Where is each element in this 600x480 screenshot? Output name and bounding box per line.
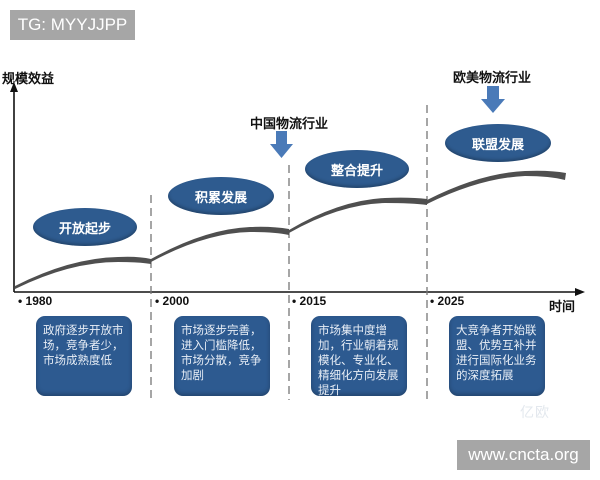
tag-badge: TG: MYYJJPP [10, 10, 135, 40]
y-axis-label: 规模效益 [2, 72, 55, 87]
url-badge: www.cncta.org [457, 440, 590, 470]
x-axis-arrow-icon [575, 288, 585, 296]
stage-description-4: 大竞争者开始联盟、优势互补并进行国际化业务的深度拓展 [449, 316, 545, 396]
watermark-logo: 亿欧 [520, 405, 550, 421]
stage-ellipse-4: 联盟发展 [445, 124, 551, 162]
china-industry-label: 中国物流行业 [250, 117, 329, 132]
stage-ellipse-1: 开放起步 [33, 208, 137, 246]
western-industry-label: 欧美物流行业 [453, 71, 532, 86]
stage-ellipse-2: 积累发展 [168, 177, 274, 215]
curve-segment-3 [289, 197, 427, 233]
stage-description-2: 市场逐步完善，进入门槛降低，市场分散，竞争加剧 [174, 316, 270, 396]
year-1980: • 1980 [18, 294, 53, 308]
stage-description-3: 市场集中度增加，行业朝着规模化、专业化、精细化方向发展提升 [311, 316, 407, 397]
stage-description-1: 政府逐步开放市场，竞争者少，市场成熟度低 [36, 316, 132, 396]
curve-segment-2 [151, 226, 289, 262]
x-axis-label: 时间 [549, 300, 576, 315]
year-2000: • 2000 [155, 294, 190, 308]
curve-segment-1 [15, 256, 151, 289]
china-down-arrow-icon [270, 131, 293, 158]
curve-segment-4 [427, 170, 566, 204]
western-down-arrow-icon [481, 86, 505, 113]
year-2025: • 2025 [430, 294, 465, 308]
stage-ellipse-3: 整合提升 [305, 150, 409, 188]
y-axis-arrow-icon [10, 82, 18, 92]
year-2015: • 2015 [292, 294, 327, 308]
